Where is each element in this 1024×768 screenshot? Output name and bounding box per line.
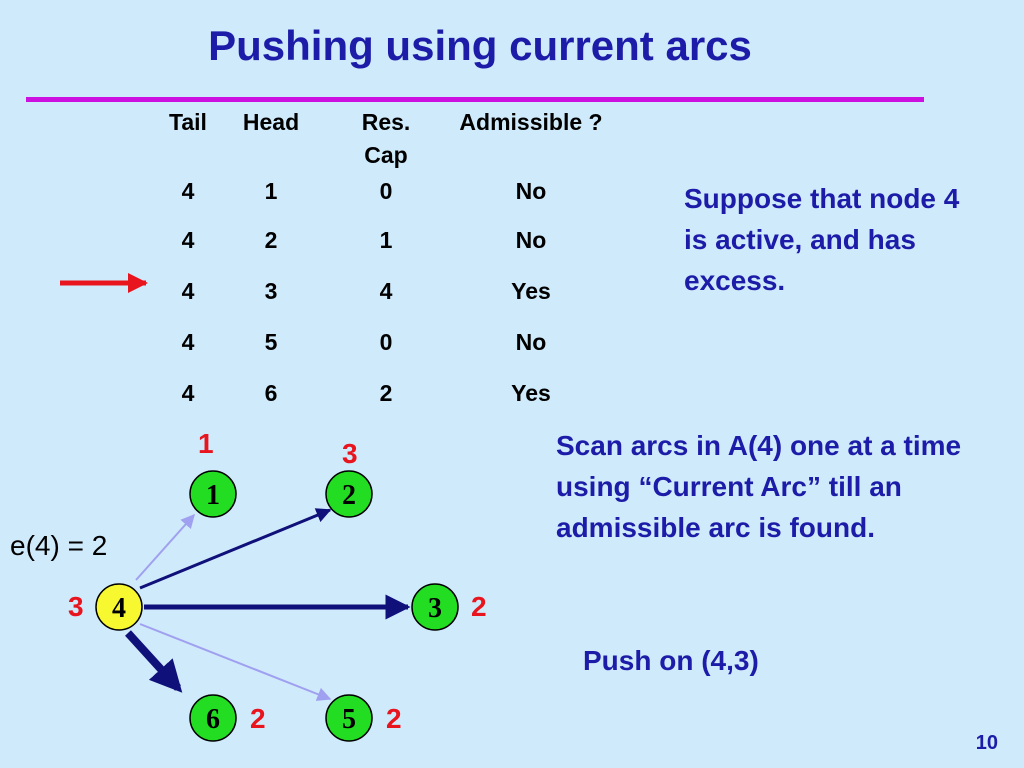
node-3: 3	[411, 583, 459, 631]
distance-label-node-1: 1	[198, 428, 214, 459]
node-2-label: 2	[342, 480, 356, 511]
cell-res-cap: 4	[379, 277, 393, 304]
cell-head: 1	[264, 178, 278, 204]
node-4: 4	[95, 583, 143, 631]
cell-res-cap: 1	[379, 226, 393, 253]
node-3-label: 3	[428, 593, 442, 624]
node-6: 6	[189, 694, 237, 742]
cell-admissible: No	[515, 226, 547, 253]
push-text: Push on (4,3)	[583, 645, 759, 676]
arc-4-6	[125, 630, 183, 693]
table-row: 4 3 4 Yes	[150, 265, 606, 316]
cell-admissible: No	[515, 328, 547, 355]
cell-tail: 4	[181, 178, 195, 204]
cell-tail: 4	[181, 277, 195, 304]
excess-label: e(4) = 2	[10, 530, 108, 561]
cell-res-cap: 0	[379, 328, 393, 355]
cell-head: 5	[264, 328, 278, 355]
distance-label-node-4: 3	[68, 591, 84, 622]
cell-head: 6	[264, 379, 278, 406]
node-5-label: 5	[342, 704, 356, 735]
arc-4-2	[139, 508, 332, 590]
table-row: 4 1 0 No	[150, 178, 606, 214]
arc-table: Tail Head Res. Cap Admissible ? 4 1 0 No…	[150, 106, 606, 418]
title-divider	[26, 97, 924, 102]
header-head: Head	[242, 109, 300, 135]
node-5: 5	[325, 694, 373, 742]
suppose-text: Suppose that node 4 is active, and has e…	[684, 183, 960, 296]
node-1-label: 1	[206, 480, 220, 511]
distance-label-node-6: 2	[250, 703, 266, 734]
node-2: 2	[325, 470, 373, 518]
header-admissible: Admissible ?	[459, 109, 603, 135]
cell-tail: 4	[181, 379, 195, 406]
node-6-label: 6	[206, 704, 220, 735]
table-row: 4 2 1 No	[150, 214, 606, 265]
distance-label-node-5: 2	[386, 703, 402, 734]
table-row: 4 5 0 No	[150, 316, 606, 367]
distance-label-node-2: 3	[342, 438, 358, 469]
cell-head: 2	[264, 226, 278, 253]
scan-text: Scan arcs in A(4) one at a time using “C…	[556, 430, 962, 543]
table-row: 4 6 2 Yes	[150, 367, 606, 418]
node-4-label: 4	[112, 593, 126, 624]
cell-tail: 4	[181, 226, 195, 253]
cell-admissible: No	[515, 178, 547, 204]
arc-4-5	[139, 623, 332, 701]
header-res-cap: Res. Cap	[361, 109, 411, 168]
table-header-row: Tail Head Res. Cap Admissible ?	[150, 106, 606, 178]
cell-head: 3	[264, 277, 278, 304]
cell-admissible: Yes	[511, 277, 551, 304]
page-number: 10	[975, 732, 998, 754]
cell-res-cap: 0	[379, 178, 393, 204]
page-title: Pushing using current arcs	[208, 22, 752, 69]
cell-tail: 4	[181, 328, 195, 355]
arc-4-1	[135, 513, 195, 581]
header-tail: Tail	[169, 109, 207, 135]
distance-label-node-3: 2	[471, 591, 487, 622]
node-1: 1	[189, 470, 237, 518]
cell-admissible: Yes	[511, 379, 551, 406]
cell-res-cap: 2	[379, 379, 393, 406]
